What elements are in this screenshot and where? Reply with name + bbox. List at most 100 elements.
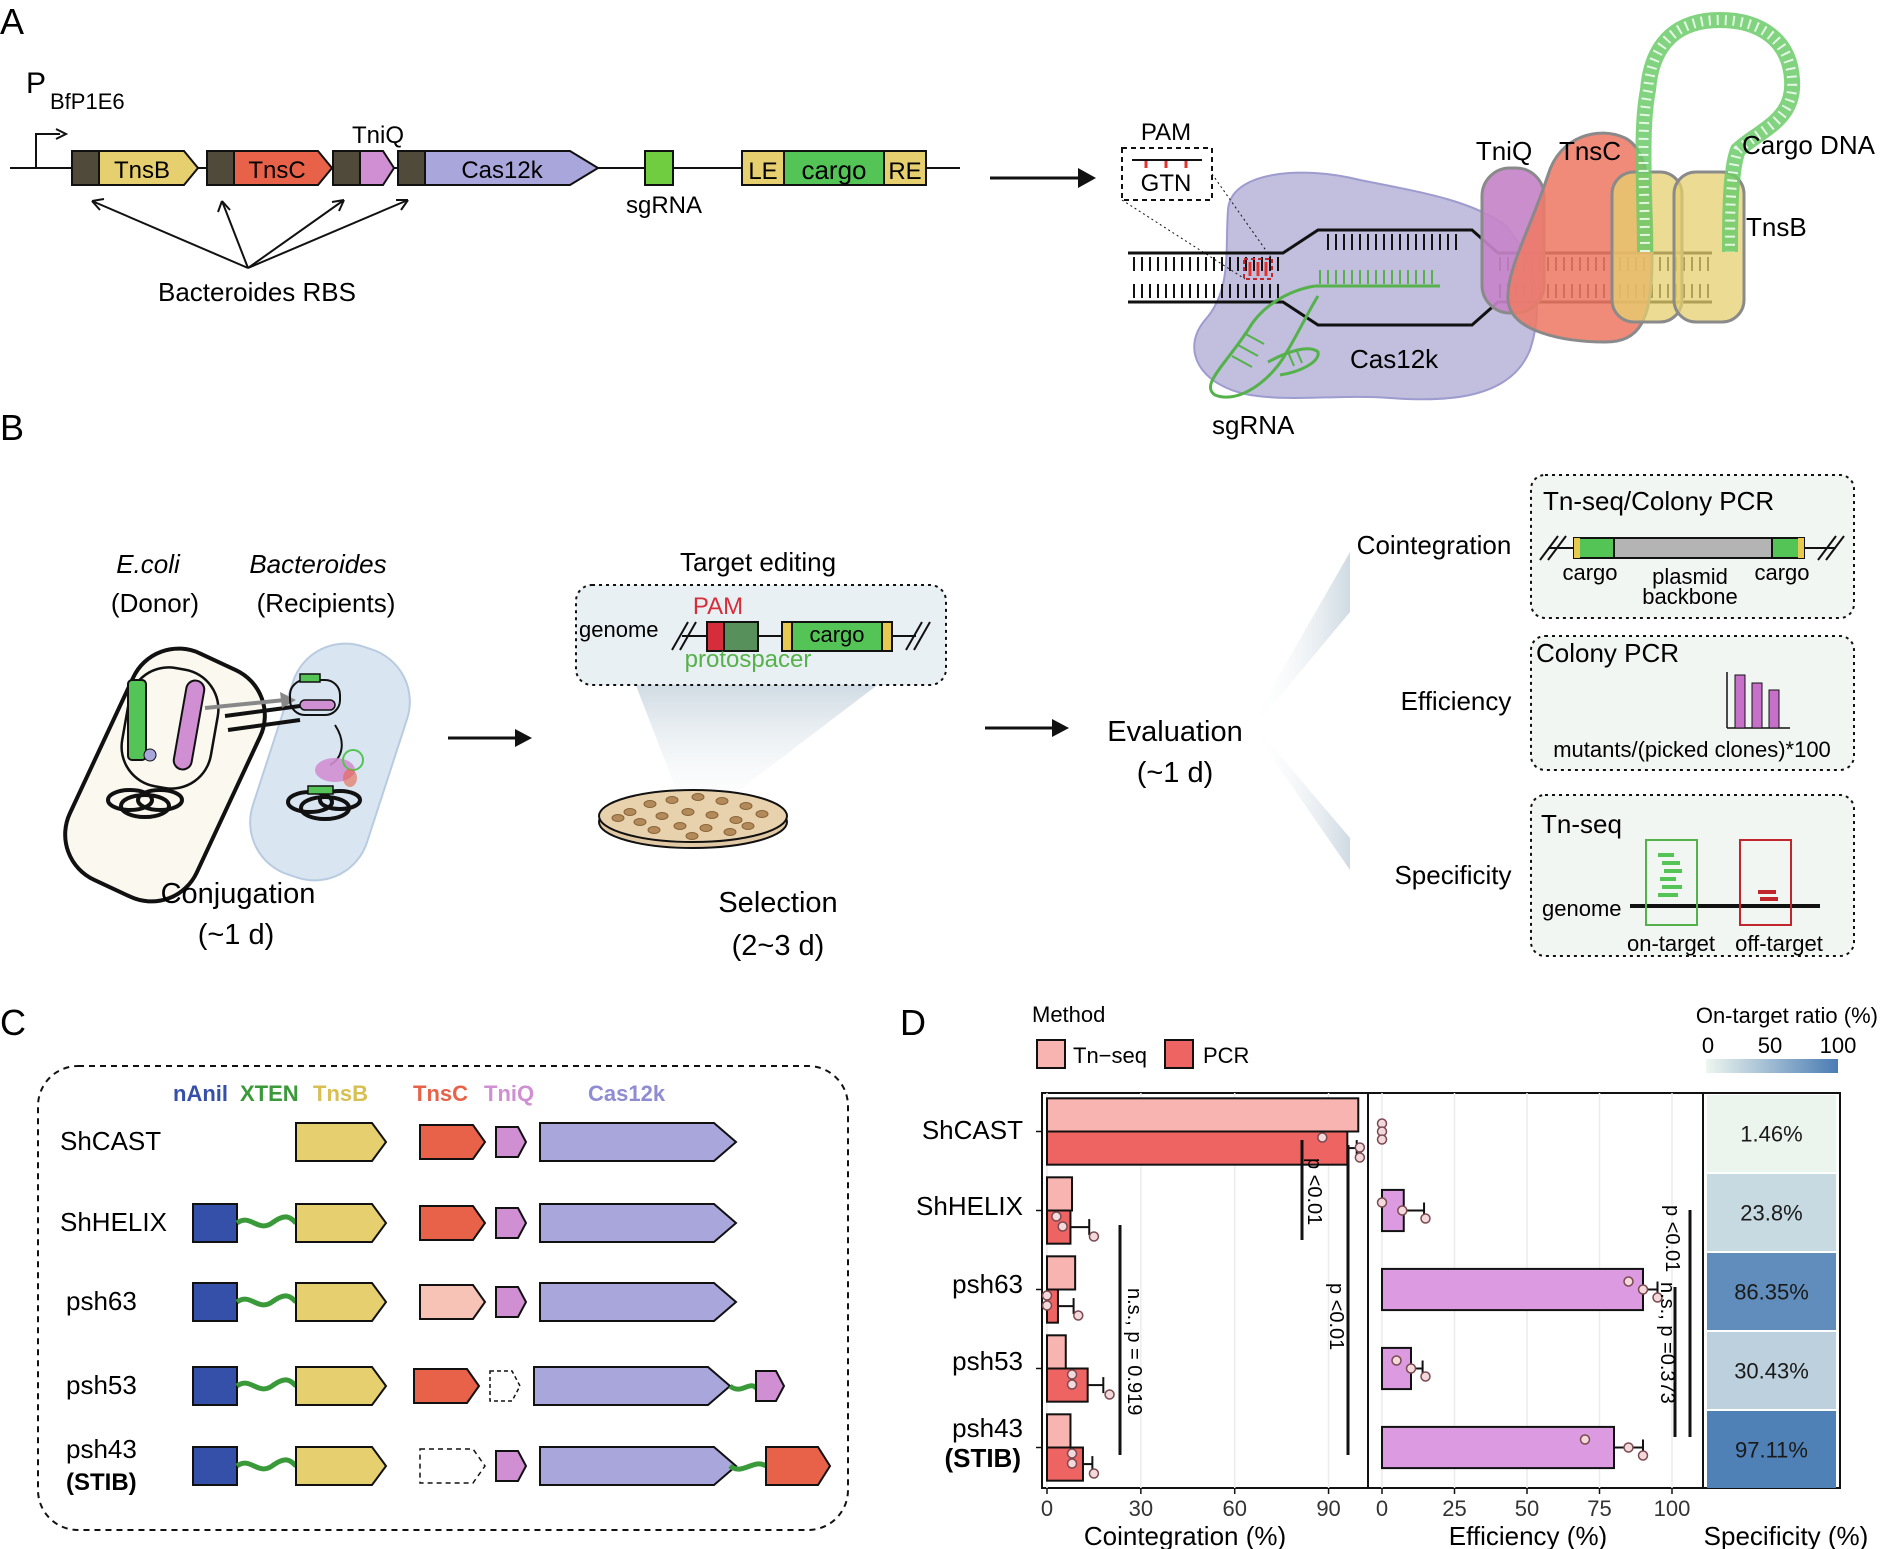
gene-cassette: P BfP1E6 TnsB TnsC TniQ Cas12k sgRNA LE … [10, 67, 960, 307]
box2-formula: mutants/(picked clones)*100 [1553, 737, 1831, 762]
colony [705, 811, 719, 819]
selection-time: (2~3 d) [732, 930, 825, 962]
panel-label-c: C [0, 1002, 26, 1043]
construct-rows: ShCAST ShHELIX psh63 psh53 psh43(STIB) [60, 1122, 832, 1496]
rbs-label: Bacteroides RBS [158, 277, 356, 307]
a-process-arrow [990, 168, 1096, 188]
eff-ns-text: n.s., p =0.373 [1656, 1282, 1678, 1404]
bar-tnseq [1046, 1334, 1067, 1370]
construct-name: psh53 [66, 1370, 137, 1400]
legend-label-tnseq: Tn−seq [1073, 1043, 1147, 1068]
evaluation-fan [1250, 552, 1350, 870]
tnsb-gene [98, 150, 200, 186]
nanil-domain [192, 1282, 238, 1322]
data-point [1391, 1355, 1402, 1366]
data-point [1041, 1300, 1053, 1311]
editing-cargo [791, 621, 883, 652]
eval-box-specificity [1530, 794, 1855, 957]
tniq-deleted [489, 1370, 521, 1402]
coint-p1-text: p <0.01 [1303, 1158, 1325, 1225]
colony [611, 814, 625, 822]
re-element [883, 150, 927, 186]
legend-nanil: nAnil [173, 1081, 228, 1106]
data-point [1623, 1276, 1634, 1287]
tniq-domain [495, 1450, 528, 1482]
construct-row: psh63 [66, 1282, 738, 1322]
data-point [1051, 1211, 1062, 1222]
tnsc-gene-label: TnsC [248, 157, 305, 184]
heatmap-label: 30.43% [1734, 1359, 1809, 1384]
colorbar-gradient [1706, 1059, 1838, 1073]
data-point [1376, 1197, 1388, 1208]
construct-row: psh43(STIB) [66, 1434, 832, 1496]
eff-tick-label: 100 [1654, 1496, 1691, 1521]
colony [647, 826, 661, 834]
box1-plasmid-label: plasmid [1652, 564, 1728, 589]
legend-swatch-pcr [1164, 1039, 1194, 1069]
box3-on-target-box [1645, 839, 1698, 926]
data-point [1066, 1458, 1078, 1469]
box1-cargo-right-label: cargo [1754, 560, 1809, 585]
complex-tnsc-label: TnsC [1559, 136, 1621, 166]
significance-annotations: n.s., p = 0.919 p <0.01 p <0.01 p <0.01 … [1118, 1140, 1692, 1455]
metric-efficiency: Efficiency [1401, 686, 1512, 716]
colony [623, 808, 637, 816]
colorbar-tick-0: 0 [1702, 1033, 1714, 1058]
conjugation-pilus-2 [227, 718, 301, 732]
donor-gene-purple [172, 679, 206, 771]
donor-label: (Donor) [111, 588, 199, 618]
colony [643, 800, 657, 808]
box3-on-target-reads [1658, 853, 1682, 897]
cargo-label: cargo [801, 155, 866, 185]
tniq-fused [755, 1370, 786, 1402]
construct-name: ShHELIX [60, 1207, 167, 1237]
heatmap-cell [1707, 1174, 1836, 1251]
colorbar-tick-100: 100 [1820, 1033, 1857, 1058]
data-point [1652, 1292, 1663, 1303]
pam-red-ticks [1248, 262, 1268, 276]
box1-re-right [1798, 538, 1804, 558]
coint-p2-text: p <0.01 [1325, 1283, 1347, 1350]
legend-tnsc: TnsC [413, 1081, 468, 1106]
b-arrow-2 [985, 719, 1069, 737]
box2-bar-2 [1751, 682, 1763, 729]
data-point [1104, 1389, 1115, 1400]
colony [715, 797, 729, 805]
box3-title: Tn-seq [1541, 809, 1622, 839]
colony [685, 832, 699, 840]
cas12k-domain [539, 1122, 738, 1162]
metric-cointegration: Cointegration [1357, 530, 1512, 560]
panel-label-a: A [0, 1, 24, 42]
tnsc-domain [419, 1124, 487, 1160]
eff-tick-label: 25 [1442, 1496, 1466, 1521]
tnsb-gene-label: TnsB [114, 157, 170, 184]
data-point [1579, 1434, 1591, 1445]
xten-linker [235, 1457, 298, 1472]
box2-title: Colony PCR [1536, 638, 1679, 668]
construct-row: ShHELIX [60, 1203, 738, 1243]
heatmap-label: 1.46% [1740, 1122, 1802, 1147]
construct-row: ShCAST [60, 1122, 738, 1162]
colony [681, 808, 695, 816]
ecoli-cell [63, 646, 267, 904]
pam-highlight [1243, 258, 1273, 280]
sgrna-scaffold-ticks [1231, 332, 1303, 368]
box3-off-target-label: off-target [1735, 931, 1823, 956]
box1-break-left [1539, 535, 1567, 561]
bar-tnseq [1046, 1097, 1360, 1133]
constructs-legend: nAnil XTEN TnsB TnsC TniQ Cas12k [173, 1081, 666, 1106]
box3-genome-label: genome [1542, 896, 1622, 921]
panel-label-d: D [900, 1002, 926, 1043]
cas12k-domain [539, 1446, 738, 1486]
rbs-box-3 [332, 150, 361, 186]
tnsb-domain [295, 1446, 388, 1486]
promoter-arrowhead [55, 128, 69, 140]
xten-linker [235, 1293, 298, 1308]
tnsb-domain [295, 1366, 388, 1406]
eff-tick-label: 50 [1515, 1496, 1539, 1521]
le-label: LE [748, 158, 777, 185]
box2-bar-3 [1768, 689, 1780, 729]
bacteroides-label: Bacteroides [249, 549, 386, 579]
